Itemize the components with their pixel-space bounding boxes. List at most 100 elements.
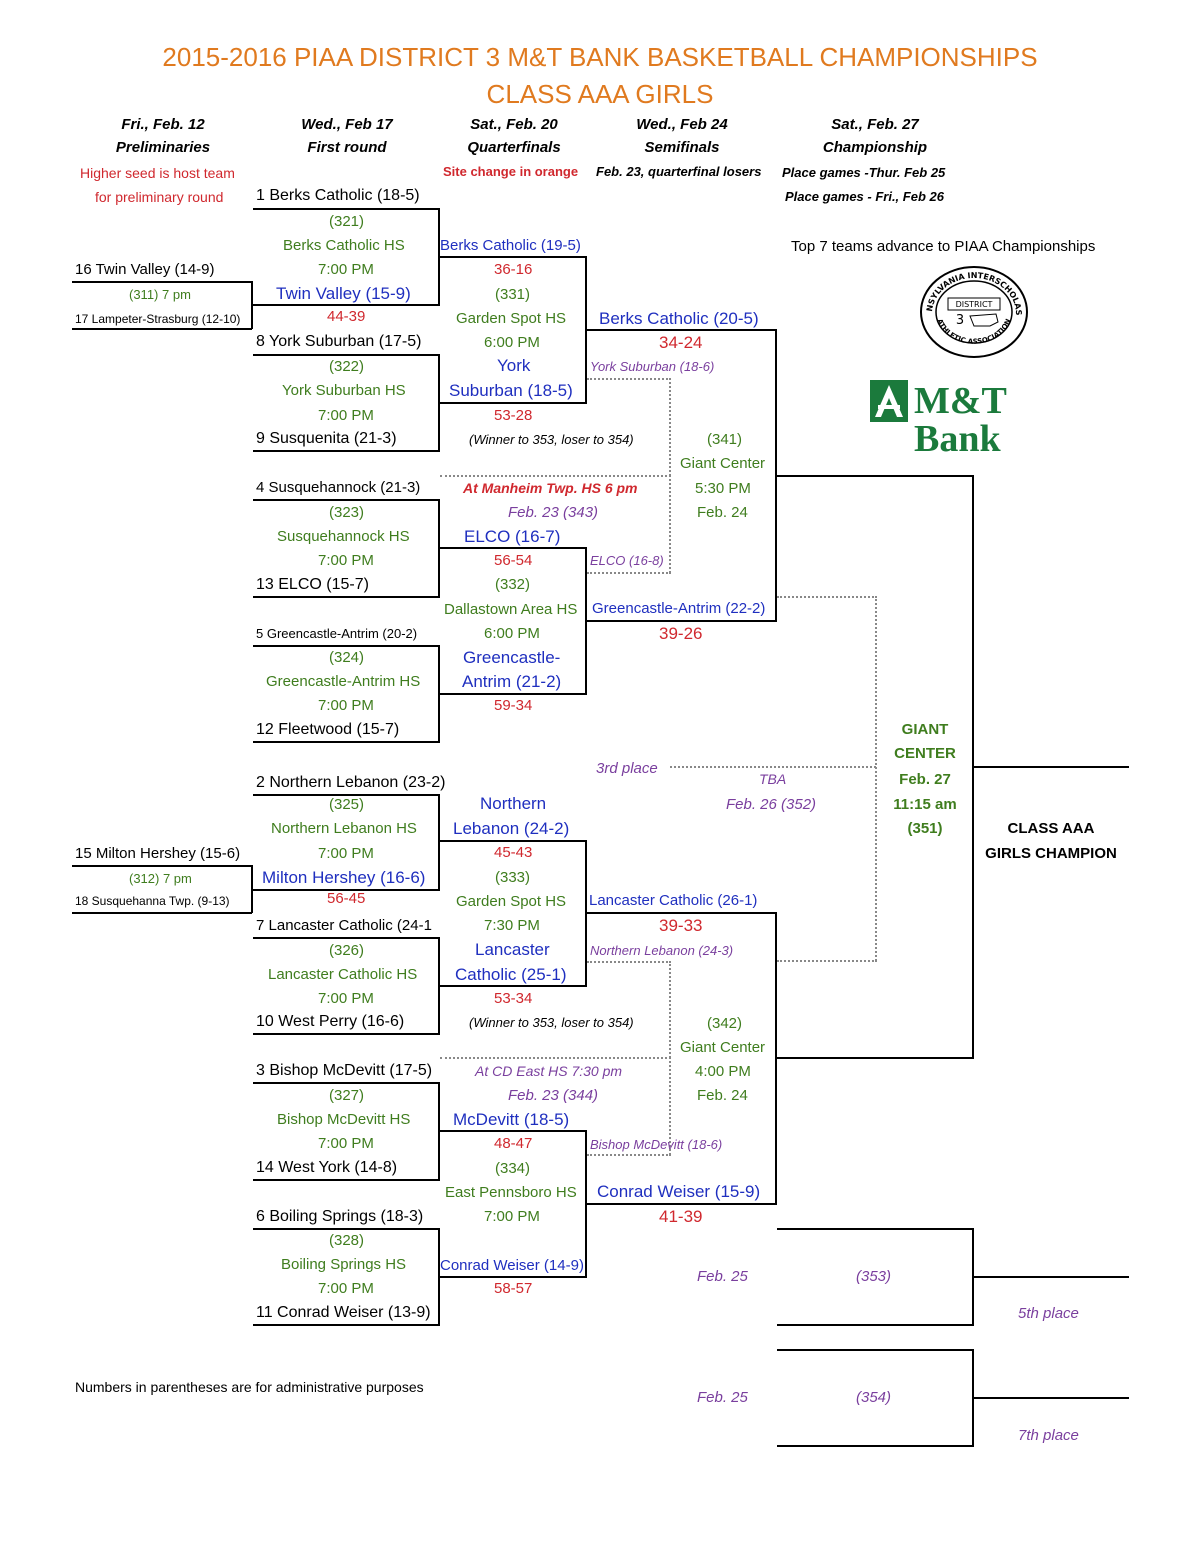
fr-321-prelim-winner: Twin Valley (15-9) (276, 284, 411, 303)
fr-327-site: Bishop McDevitt HS (277, 1111, 411, 1128)
championship-game: (351) (907, 820, 943, 837)
bracket-line (875, 596, 877, 961)
header-round-first-round: First round (307, 139, 387, 156)
sf-342-top-score: 39-33 (659, 916, 703, 935)
bracket-line (775, 475, 974, 477)
fr-323-bottom-team: 13 ELCO (15-7) (256, 576, 369, 593)
bracket-line (587, 378, 671, 380)
sf-341-time: 5:30 PM (695, 480, 751, 497)
header-date-prelims: Fri., Feb. 12 (121, 116, 205, 133)
bracket-line (438, 1130, 587, 1132)
fr-325-time: 7:00 PM (318, 845, 374, 862)
sf-bishop-mcdevitt-loser-note: Bishop McDevitt (18-6) (590, 1137, 723, 1152)
qf-334-top-winner: McDevitt (18-5) (453, 1110, 570, 1129)
header-round-championship: Championship (822, 139, 928, 156)
bracket-line (669, 475, 671, 573)
host-note-2: for preliminary round (95, 189, 224, 205)
piaa-logo-number: 3 (956, 313, 964, 328)
bracket-line (253, 1324, 440, 1326)
qf-334-time: 7:00 PM (484, 1208, 540, 1225)
bracket-line (253, 304, 440, 306)
qf-333-site: Garden Spot HS (456, 893, 567, 910)
fr-321-top-team: 1 Berks Catholic (18-5) (256, 187, 420, 204)
sf-341-date: Feb. 24 (697, 504, 748, 521)
admin-note: Numbers in parentheses are for administr… (75, 1379, 424, 1395)
bracket-line (669, 961, 671, 1058)
bracket-line (585, 329, 777, 331)
fr-328-game: (328) (329, 1232, 365, 1249)
sf-341-bottom-score: 39-26 (659, 624, 703, 643)
bracket-line (669, 1057, 671, 1155)
bracket-line (777, 1349, 974, 1351)
bracket-line (72, 281, 252, 283)
sf-york-suburban-loser-note: York Suburban (18-6) (590, 359, 715, 374)
fr-322-top-team: 8 York Suburban (17-5) (256, 333, 422, 350)
bracket-line (438, 840, 587, 842)
sf-341-bottom-winner: Greencastle-Antrim (22-2) (592, 600, 766, 617)
bracket-line (777, 1324, 974, 1326)
bracket-line (438, 402, 587, 404)
bracket-line (972, 766, 1129, 768)
qf-cdeast-site-note: At CD East HS 7:30 pm (475, 1063, 623, 1079)
qf-332-top-score: 56-54 (494, 552, 533, 569)
page-title: 2015-2016 PIAA DISTRICT 3 M&T BANK BASKE… (162, 42, 1038, 72)
place-games-note-1: Place games -Thur. Feb 25 (782, 165, 946, 180)
prelim-311-top-team: 16 Twin Valley (14-9) (75, 261, 215, 278)
sf-342-date: Feb. 24 (697, 1087, 748, 1104)
qf-winner-note-2: (Winner to 353, loser to 354) (469, 1015, 634, 1030)
qf-cdeast-date: Feb. 23 (344) (508, 1087, 599, 1104)
fr-327-game: (327) (329, 1087, 365, 1104)
fr-324-time: 7:00 PM (318, 697, 374, 714)
prelim-311-info: (311) 7 pm (129, 287, 191, 302)
bracket-line (777, 960, 877, 962)
sf-342-top-winner: Lancaster Catholic (26-1) (589, 892, 758, 909)
piaa-logo: PENNSYLVANIA INTERSCHOLASTIC ATHLETIC AS… (918, 264, 1028, 358)
qf-331-time: 6:00 PM (484, 334, 540, 351)
header-date-championship: Sat., Feb. 27 (831, 116, 919, 133)
bracket-line (253, 499, 440, 501)
fr-321-site: Berks Catholic HS (283, 237, 405, 254)
qf-333-game: (333) (495, 869, 531, 886)
fr-325-prelim-score: 56-45 (327, 890, 366, 907)
mt-bank-mark-icon (870, 380, 908, 422)
bracket-line (972, 1276, 1129, 1278)
bracket-line (253, 1179, 440, 1181)
bracket-line (253, 645, 440, 647)
fr-322-site: York Suburban HS (282, 382, 406, 399)
sf-341-top-score: 34-24 (659, 333, 703, 352)
fr-325-site: Northern Lebanon HS (271, 820, 417, 837)
sf-342-time: 4:00 PM (695, 1063, 751, 1080)
bracket-line (438, 256, 587, 258)
qf-334-bottom-score: 58-57 (494, 1280, 533, 1297)
fr-322-game: (322) (329, 358, 365, 375)
third-place-tba: TBA (759, 771, 787, 787)
qf-333-top-score: 45-43 (494, 844, 533, 861)
place-games-note-2: Place games - Fri., Feb 26 (785, 189, 944, 204)
qf-manheim-site-note: At Manheim Twp. HS 6 pm (463, 480, 638, 496)
bracket-line (777, 1228, 974, 1230)
bracket-line (253, 741, 440, 743)
fr-323-game: (323) (329, 504, 365, 521)
bracket-line (253, 208, 440, 210)
header-round-quarterfinals: Quarterfinals (467, 139, 561, 156)
bracket-line (438, 985, 587, 987)
bracket-line (775, 1057, 974, 1059)
fr-324-bottom-team: 12 Fleetwood (15-7) (256, 721, 400, 738)
mt-bank-name: M&T Bank (914, 380, 1007, 460)
bracket-line (253, 1033, 440, 1035)
qf-331-game: (331) (495, 286, 531, 303)
place-353-date: Feb. 25 (697, 1268, 748, 1285)
place-354-game: (354) (856, 1389, 892, 1406)
bracket-line (438, 1276, 587, 1278)
champion-label-2: GIRLS CHAMPION (985, 845, 1117, 862)
qf-333-bottom-winner-a: Lancaster (475, 940, 550, 959)
mt-bank-logo: M&T Bank (868, 380, 1078, 458)
fr-328-bottom-team: 11 Conrad Weiser (13-9) (256, 1304, 431, 1321)
bracket-line (438, 693, 587, 695)
bracket-line (440, 1057, 671, 1059)
bracket-line (777, 596, 877, 598)
sf-341-site: Giant Center (680, 455, 766, 472)
qf-331-bottom-winner-a: York (497, 356, 531, 375)
qf-334-site: East Pennsboro HS (445, 1184, 577, 1201)
place-354-date: Feb. 25 (697, 1389, 748, 1406)
